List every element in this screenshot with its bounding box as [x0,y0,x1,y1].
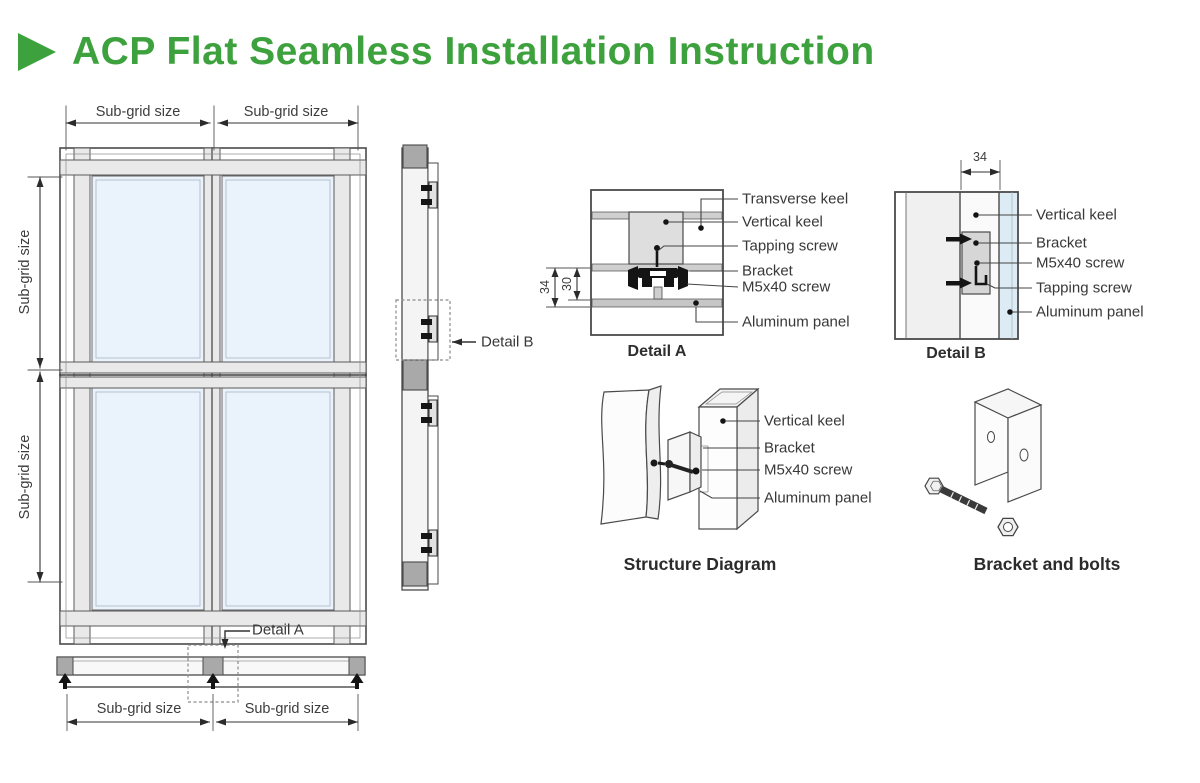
label-tapping-screw-a: Tapping screw [742,237,838,255]
label-vertical-keel-b: Vertical keel [1036,206,1117,224]
caption-structure-diagram: Structure Diagram [623,554,777,574]
label-bracket-b: Bracket [1036,234,1087,252]
dim-sub-grid-top-right: Sub-grid size [243,103,329,120]
title-arrow-icon [18,33,56,71]
caption-detail-a: Detail A [627,343,687,360]
dim-sub-grid-left-bottom: Sub-grid size [16,434,33,520]
label-aluminum-panel-a: Aluminum panel [742,313,850,331]
detail-b-region-box [395,299,451,361]
label-tapping-screw-b: Tapping screw [1036,279,1132,297]
label-aluminum-panel-b: Aluminum panel [1036,303,1144,321]
bracket-and-bolts-drawing [924,388,1043,537]
callout-detail-a: Detail A [252,621,304,639]
callout-detail-b: Detail B [481,333,534,351]
side-view-drawing [395,144,476,591]
dim-34-detail-b: 34 [973,149,987,164]
label-m5x40-screw-structure: M5x40 screw [764,461,853,479]
label-vertical-keel-a: Vertical keel [742,213,823,231]
label-m5x40-screw-a: M5x40 screw [742,278,831,296]
caption-detail-b: Detail B [926,345,986,362]
label-bracket-structure: Bracket [764,439,815,457]
front-view-drawing [27,105,367,645]
dim-34-detail-a: 34 [537,280,552,294]
label-transverse-keel: Transverse keel [742,190,849,208]
dim-sub-grid-left-top: Sub-grid size [16,229,33,315]
detail-b-drawing [894,160,1032,340]
dim-sub-grid-top-left: Sub-grid size [95,103,181,120]
label-vertical-keel-structure: Vertical keel [764,412,845,430]
label-aluminum-panel-structure: Aluminum panel [764,489,872,507]
dim-sub-grid-bottom-left: Sub-grid size [96,700,182,717]
detail-a-drawing [546,189,739,336]
caption-bracket-and-bolts: Bracket and bolts [973,554,1121,574]
dim-30-detail-a: 30 [559,277,574,291]
page-title: ACP Flat Seamless Installation Instructi… [72,30,875,73]
bottom-view-drawing [56,630,366,731]
title-bar: ACP Flat Seamless Installation Instructi… [18,30,875,74]
structure-diagram-drawing [600,385,760,531]
label-bracket-a: Bracket [742,262,793,280]
side-view-clips [421,181,438,557]
label-m5x40-screw-b: M5x40 screw [1036,254,1125,272]
dim-sub-grid-bottom-right: Sub-grid size [244,700,330,717]
